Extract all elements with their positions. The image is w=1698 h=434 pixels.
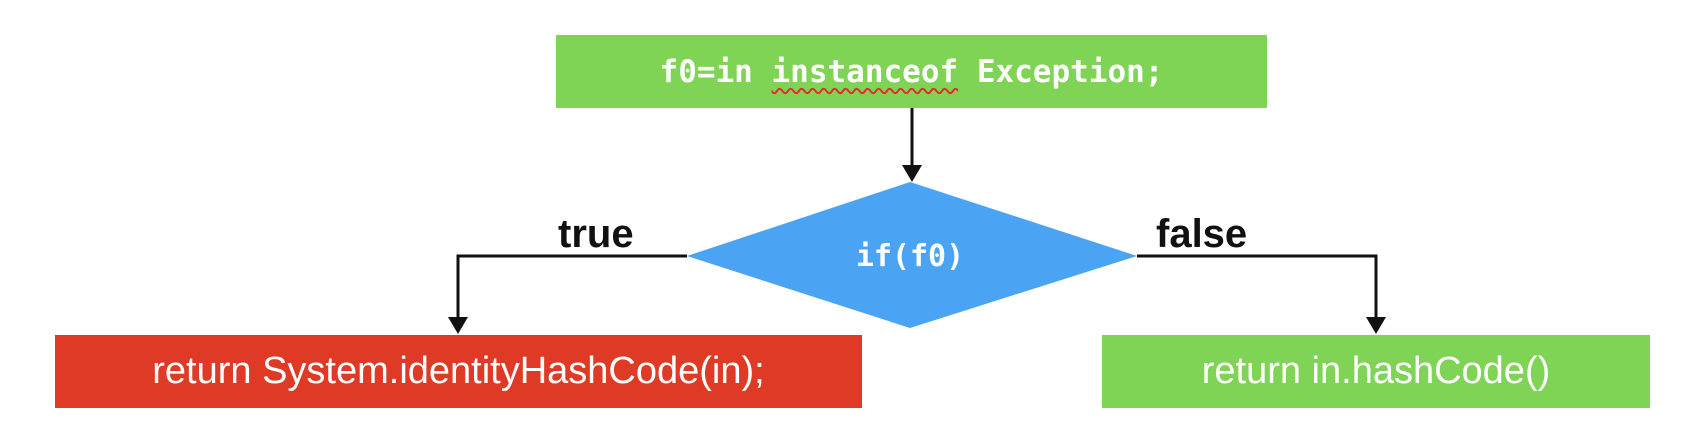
edge-label-true: true: [558, 212, 634, 256]
arrowhead-true: [448, 317, 468, 334]
true-branch-box: return System.identityHashCode(in);: [55, 335, 862, 408]
arrowhead-false: [1366, 317, 1386, 334]
arrow-decision-to-false: [1137, 254, 1378, 322]
start-statement-keyword: instanceof: [771, 53, 959, 90]
start-statement-prefix: f0=in: [659, 53, 772, 90]
decision-diamond: [687, 182, 1137, 328]
decision-label: if(f0): [855, 238, 965, 274]
start-statement-suffix: Exception;: [958, 53, 1164, 90]
start-statement-box: f0=in instanceof Exception;: [556, 35, 1267, 108]
arrow-decision-to-true: [456, 254, 687, 322]
arrowhead-start-to-decision: [902, 165, 922, 182]
false-branch-box: return in.hashCode(): [1102, 335, 1650, 408]
edge-label-false: false: [1156, 212, 1248, 256]
